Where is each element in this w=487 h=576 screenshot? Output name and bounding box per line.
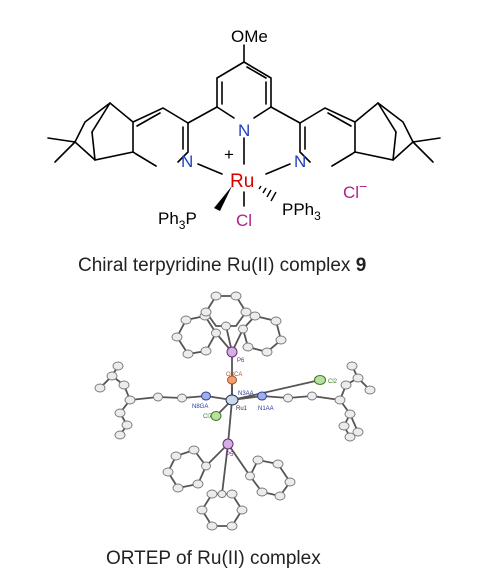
pph3-left-label: Ph3P: [158, 209, 197, 232]
ortep-label-cl2: Cl2: [328, 379, 338, 385]
ortep-label-ru: Ru1: [236, 406, 248, 412]
ortep-label-n1aa: N1AA: [258, 406, 274, 412]
pph3-right-label: PPh3: [282, 200, 321, 223]
cl-counterion-label: Cl−: [343, 178, 367, 202]
ortep-label-n8ga: N8GA: [192, 404, 208, 410]
charge-plus: +: [224, 145, 234, 164]
ortep-label-n3aa: N3AA: [238, 391, 254, 397]
ortep-label-p5: P5: [226, 452, 234, 458]
ome-label: OMe: [231, 27, 268, 46]
n-right-label: N: [294, 152, 306, 171]
ru-label: Ru: [230, 171, 254, 192]
n-central-label: N: [238, 121, 250, 140]
ortep-diagram: P6 O3CA N3AA N8GA N1AA Ru1 Cl2 Cl7 P5: [94, 291, 376, 531]
caption-bottom: ORTEP of Ru(II) complex: [106, 548, 321, 569]
ortep-label-cl7: Cl7: [203, 414, 213, 420]
terpyridine-structure: OMe N N N + Ru Ph3P PPh3 Cl Cl−: [47, 27, 441, 232]
ortep-label-o3ca: O3CA: [226, 372, 242, 378]
cl-ligand-label: Cl: [236, 211, 252, 230]
caption-top: Chiral terpyridine Ru(II) complex 9: [78, 255, 366, 276]
ortep-label-p6: P6: [237, 358, 245, 364]
n-left-label: N: [181, 152, 193, 171]
